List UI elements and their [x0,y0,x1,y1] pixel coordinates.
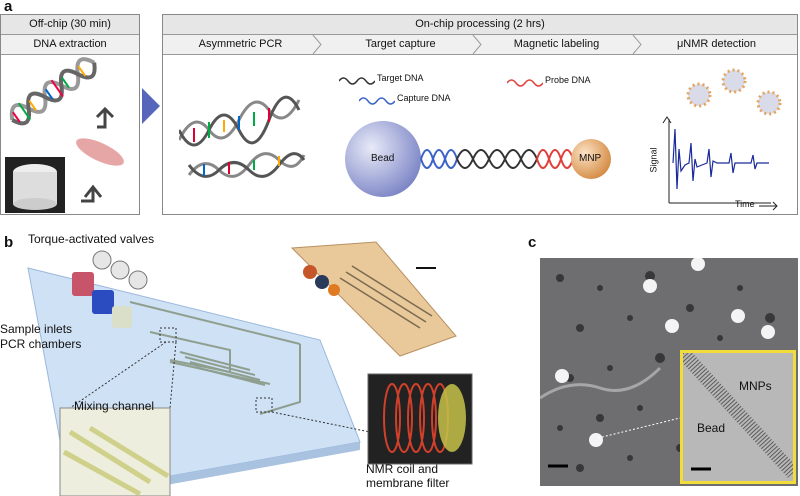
torque-valves-label: Torque-activated valves [28,232,155,246]
nmr-coil-label: NMR coil and membrane filter [366,462,450,490]
offchip-box: Off-chip (30 min) DNA extraction [0,14,140,215]
flow-arrow-icon [142,88,160,124]
capture-dna-swatch [359,97,395,105]
offchip-title: Off-chip (30 min) [1,15,139,35]
target-dna-label: Target DNA [377,73,424,83]
onchip-title: On-chip processing (2 hrs) [163,15,797,35]
step-target-capture: Target capture [365,38,436,50]
bead-inset-label: Bead [697,421,726,435]
step-nmr-detection: μNMR detection [676,38,757,50]
chevron-right-icon [472,35,482,54]
offchip-step: DNA extraction [1,35,139,55]
chevron-right-icon [632,35,642,54]
pcr-chambers-label: PCR chambers [0,337,82,351]
mnp-label: MNP [579,153,602,164]
capture-dna-label: Capture DNA [397,93,451,103]
panel-c-letter: c [528,234,537,251]
signal-axis-arrow-icon [662,116,672,124]
chevron-right-icon [312,35,322,54]
probe-dna-label: Probe DNA [545,75,591,85]
sample-inlets-label: Sample inlets [0,322,73,336]
time-axis-arrow-icon [759,201,778,211]
bead-mnp-diagram [345,121,611,197]
mnps-label: MNPs [739,379,772,393]
sem-image: MNPs Bead [540,258,798,486]
mixing-channel-label: Mixing channel [74,399,155,413]
step-bar: Asymmetric PCR Target capture Magnetic l… [163,35,797,55]
time-axis-label: Time [735,199,755,209]
mnp-particles-illustration [686,68,782,116]
chip-illustration [27,241,473,496]
dna-extraction-illustration [5,57,124,213]
bead-sphere [345,121,421,197]
target-dna-swatch [339,77,375,85]
step-asymmetric-pcr: Asymmetric PCR [198,38,283,50]
panel-b-letter: b [4,234,14,251]
tem-inset: MNPs Bead [680,350,796,484]
bead-label: Bead [371,153,395,164]
pcr-dna-illustration [179,95,306,178]
panel-a-letter: a [4,0,13,15]
onchip-box: On-chip processing (2 hrs) Asymmetric PC… [162,14,798,215]
sem-texture [540,258,775,472]
step-magnetic-labeling: Magnetic labeling [513,38,600,50]
mnp-sphere [571,139,611,179]
nmr-signal-plot [668,119,771,204]
mnp-band [683,353,793,478]
probe-dna-swatch [507,79,543,87]
signal-axis-label: Signal [648,147,659,173]
